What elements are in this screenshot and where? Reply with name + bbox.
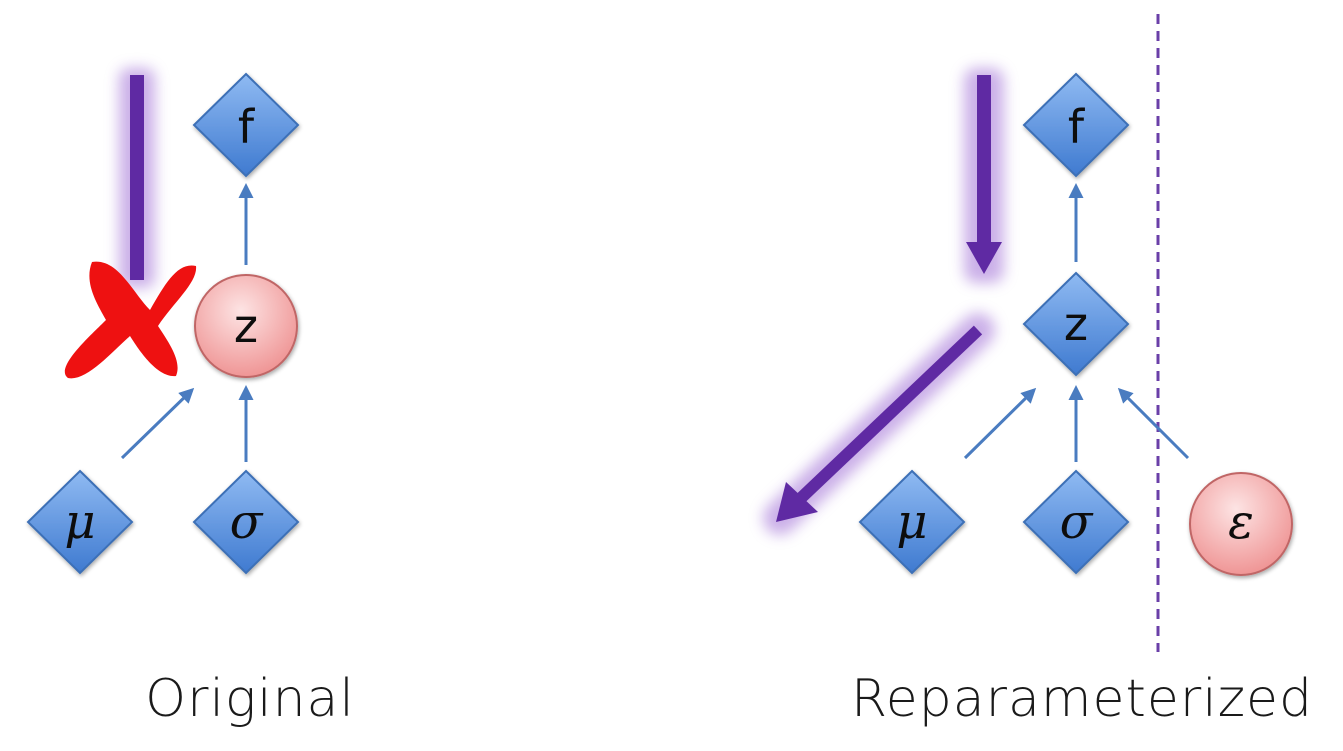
original-graph: f z μ σ Original bbox=[26, 68, 355, 729]
node-f-label: f bbox=[238, 100, 256, 154]
node-sigma-reparam: σ bbox=[1022, 469, 1130, 575]
node-sigma-label: σ bbox=[230, 494, 264, 550]
node-sigma-label: σ bbox=[1060, 494, 1094, 550]
node-f-reparam: f bbox=[1022, 72, 1130, 178]
node-z-label: z bbox=[1064, 297, 1088, 351]
node-mu-reparam: μ bbox=[858, 469, 966, 575]
node-f-original: f bbox=[192, 72, 300, 178]
edge-mu-to-z-reparam bbox=[963, 387, 1037, 460]
gradient-arrow-down bbox=[964, 68, 1004, 283]
edge-epsilon-to-z bbox=[1117, 387, 1190, 460]
blocked-cross-icon bbox=[64, 261, 197, 379]
edge-mu-to-z bbox=[120, 387, 195, 460]
node-epsilon-reparam: ε bbox=[1189, 472, 1293, 576]
gradient-arrow-diagonal bbox=[763, 313, 995, 535]
node-z-reparam: z bbox=[1022, 271, 1130, 377]
node-sigma-original: σ bbox=[192, 469, 300, 575]
caption-original: Original bbox=[145, 669, 355, 729]
gradient-arrow-blocked bbox=[119, 68, 155, 288]
node-mu-label: μ bbox=[896, 494, 927, 550]
original-edges bbox=[120, 183, 254, 462]
node-z-label: z bbox=[234, 299, 258, 353]
reparameterized-edges bbox=[963, 183, 1190, 462]
caption-reparameterized: Reparameterized bbox=[851, 669, 1313, 729]
node-f-label: f bbox=[1068, 100, 1086, 154]
node-z-original: z bbox=[194, 274, 298, 378]
node-epsilon-label: ε bbox=[1228, 494, 1254, 550]
node-mu-original: μ bbox=[26, 469, 134, 575]
node-mu-label: μ bbox=[64, 494, 95, 550]
reparameterized-graph: f z μ σ ε Reparameterized bbox=[763, 14, 1313, 729]
